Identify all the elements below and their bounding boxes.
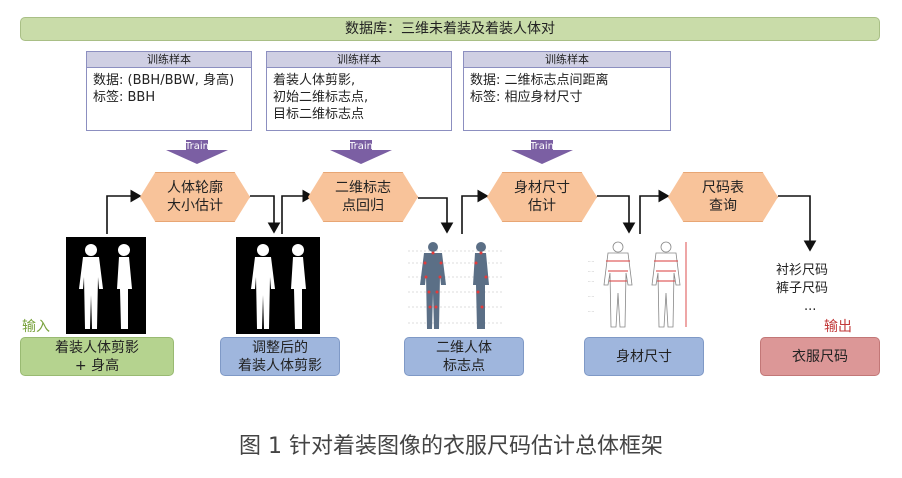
- database-bar: 数据库：三维未着装及着装人体对: [20, 17, 880, 41]
- down-arrow-icon: [166, 140, 228, 164]
- down-arrow-icon: [511, 140, 573, 164]
- stage-label: 大小估计: [167, 198, 223, 214]
- body-measurement-diagram: -- -- -- -- -- -- -- -- -- --: [586, 237, 696, 334]
- svg-text:-- --: -- --: [588, 259, 595, 263]
- svg-text:-- --: -- --: [588, 269, 595, 273]
- stage-label: 二维标志: [335, 180, 391, 196]
- clothing-size-list: 衬衫尺码 裤子尺码 ...: [776, 262, 828, 316]
- svg-text:-- --: -- --: [588, 294, 595, 298]
- training-sample-title: 训练样本: [267, 52, 451, 68]
- stage-size-chart-lookup: 尺码表 查询: [668, 172, 778, 222]
- train-label: Train: [185, 141, 209, 152]
- training-sample-title: 训练样本: [87, 52, 251, 68]
- arrow-stage2-to-landmarks: [418, 197, 454, 234]
- box-label: 标志点: [443, 357, 485, 374]
- training-sample-line: 数据: 二维标志点间距离: [470, 73, 609, 88]
- training-sample-box-3: 训练样本 数据: 二维标志点间距离 标签: 相应身材尺寸: [463, 51, 671, 131]
- arrow-stage3-to-measures: [597, 195, 636, 234]
- down-arrow-icon: [330, 140, 392, 164]
- box-label: + 身高: [74, 357, 120, 374]
- box-2d-landmarks: 二维人体 标志点: [404, 337, 524, 376]
- train-arrow-3: Train: [511, 140, 573, 164]
- box-label: 身材尺寸: [616, 348, 672, 365]
- stage-body-contour-size-estimation: 人体轮廓 大小估计: [140, 172, 250, 222]
- arrow-stage1-to-adjusted: [250, 195, 281, 234]
- training-sample-box-2: 训练样本 着装人体剪影, 初始二维标志点, 目标二维标志点: [266, 51, 452, 131]
- stage-body-size-estimation: 身材尺寸 估计: [487, 172, 597, 222]
- box-label: 调整后的: [252, 339, 308, 356]
- training-sample-line: 着装人体剪影,: [273, 73, 356, 88]
- svg-text:-- --: -- --: [588, 279, 595, 283]
- figure-caption: 图 1 针对着装图像的衣服尺码估计总体框架: [239, 434, 663, 459]
- training-sample-box-1: 训练样本 数据: (BBH/BBW, 身高) 标签: BBH: [86, 51, 252, 131]
- arrow-stage4-to-output: [778, 195, 817, 252]
- landmark-figure-image: [406, 237, 506, 334]
- stage-landmark-regression: 二维标志 点回归: [308, 172, 418, 222]
- stage-label: 尺码表: [702, 180, 744, 196]
- stage-label: 查询: [709, 198, 737, 214]
- clothing-item: 裤子尺码: [776, 281, 829, 296]
- train-label: Train: [530, 141, 554, 152]
- arrow-adjusted-to-stage2: [281, 189, 314, 234]
- training-sample-line: 数据: (BBH/BBW, 身高): [93, 73, 235, 88]
- svg-text:-- --: -- --: [588, 309, 595, 313]
- arrow-measures-to-stage4: [639, 189, 670, 234]
- train-arrow-2: Train: [330, 140, 392, 164]
- box-label: 衣服尺码: [792, 348, 848, 365]
- stage-label: 估计: [528, 198, 556, 214]
- box-label: 二维人体: [436, 339, 492, 356]
- train-label: Train: [349, 141, 373, 152]
- arrow-landmarks-to-stage3: [461, 189, 489, 234]
- stage-label: 人体轮廓: [167, 180, 223, 196]
- box-body-size: 身材尺寸: [584, 337, 704, 376]
- arrow-input-to-stage1: [106, 189, 142, 234]
- training-sample-line: 目标二维标志点: [273, 107, 365, 122]
- input-box-silhouette-height: 着装人体剪影 + 身高: [20, 337, 174, 376]
- box-adjusted-silhouette: 调整后的 着装人体剪影: [220, 337, 340, 376]
- stage-label: 身材尺寸: [514, 180, 570, 196]
- output-box-clothing-size: 衣服尺码: [760, 337, 880, 376]
- output-label: 输出: [824, 319, 852, 335]
- clothing-item: ...: [804, 299, 817, 314]
- box-label: 着装人体剪影: [238, 357, 322, 374]
- silhouette-image-adjusted: [236, 237, 320, 334]
- clothing-item: 衬衫尺码: [776, 263, 829, 278]
- training-sample-title: 训练样本: [464, 52, 670, 68]
- box-label: 着装人体剪影: [55, 339, 139, 356]
- training-sample-line: 标签: BBH: [93, 90, 156, 105]
- train-arrow-1: Train: [166, 140, 228, 164]
- training-sample-line: 标签: 相应身材尺寸: [470, 90, 583, 105]
- stage-label: 点回归: [342, 198, 384, 214]
- input-label: 输入: [22, 319, 50, 335]
- silhouette-image-input: [66, 237, 146, 334]
- training-sample-line: 初始二维标志点,: [273, 90, 369, 105]
